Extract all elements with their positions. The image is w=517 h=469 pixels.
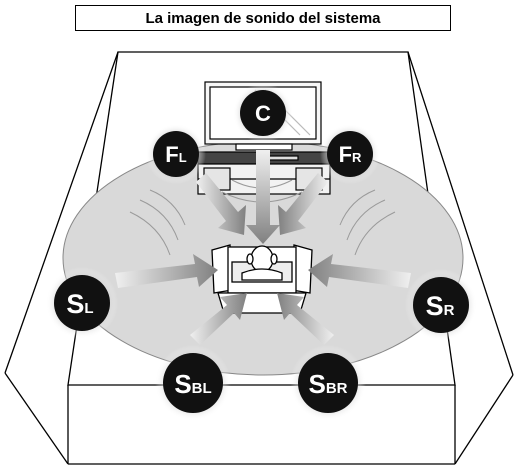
diagram-title: La imagen de sonido del sistema <box>75 5 451 31</box>
speaker-surround-left: SL <box>46 267 118 339</box>
arrow-front-left <box>196 173 246 235</box>
speaker-surround-back-right-label: SBR <box>308 369 347 399</box>
arrow-surround-right <box>308 254 411 288</box>
listener-head <box>241 245 283 281</box>
speaker-surround-back-left: SBL <box>155 345 231 421</box>
speaker-front-right-label: FR <box>339 142 362 167</box>
speaker-front-right: FR <box>320 124 380 184</box>
arrow-center <box>246 150 280 244</box>
speaker-surround-back-left-label: SBL <box>174 369 211 399</box>
arrow-surround-back-right <box>277 293 334 345</box>
speaker-front-left-label: FL <box>165 142 186 167</box>
sound-arrows <box>115 150 411 345</box>
arrow-surround-back-left <box>190 293 247 345</box>
arrow-front-right <box>278 173 328 235</box>
speaker-surround-back-right: SBR <box>290 345 366 421</box>
arrow-surround-left <box>115 254 218 288</box>
speaker-surround-right: SR <box>405 269 477 341</box>
speaker-surround-right-label: SR <box>426 291 455 321</box>
speaker-center: C <box>233 83 293 143</box>
speaker-surround-left-label: SL <box>66 289 93 319</box>
speaker-center-label: C <box>255 101 271 126</box>
speaker-front-left: FL <box>146 124 206 184</box>
